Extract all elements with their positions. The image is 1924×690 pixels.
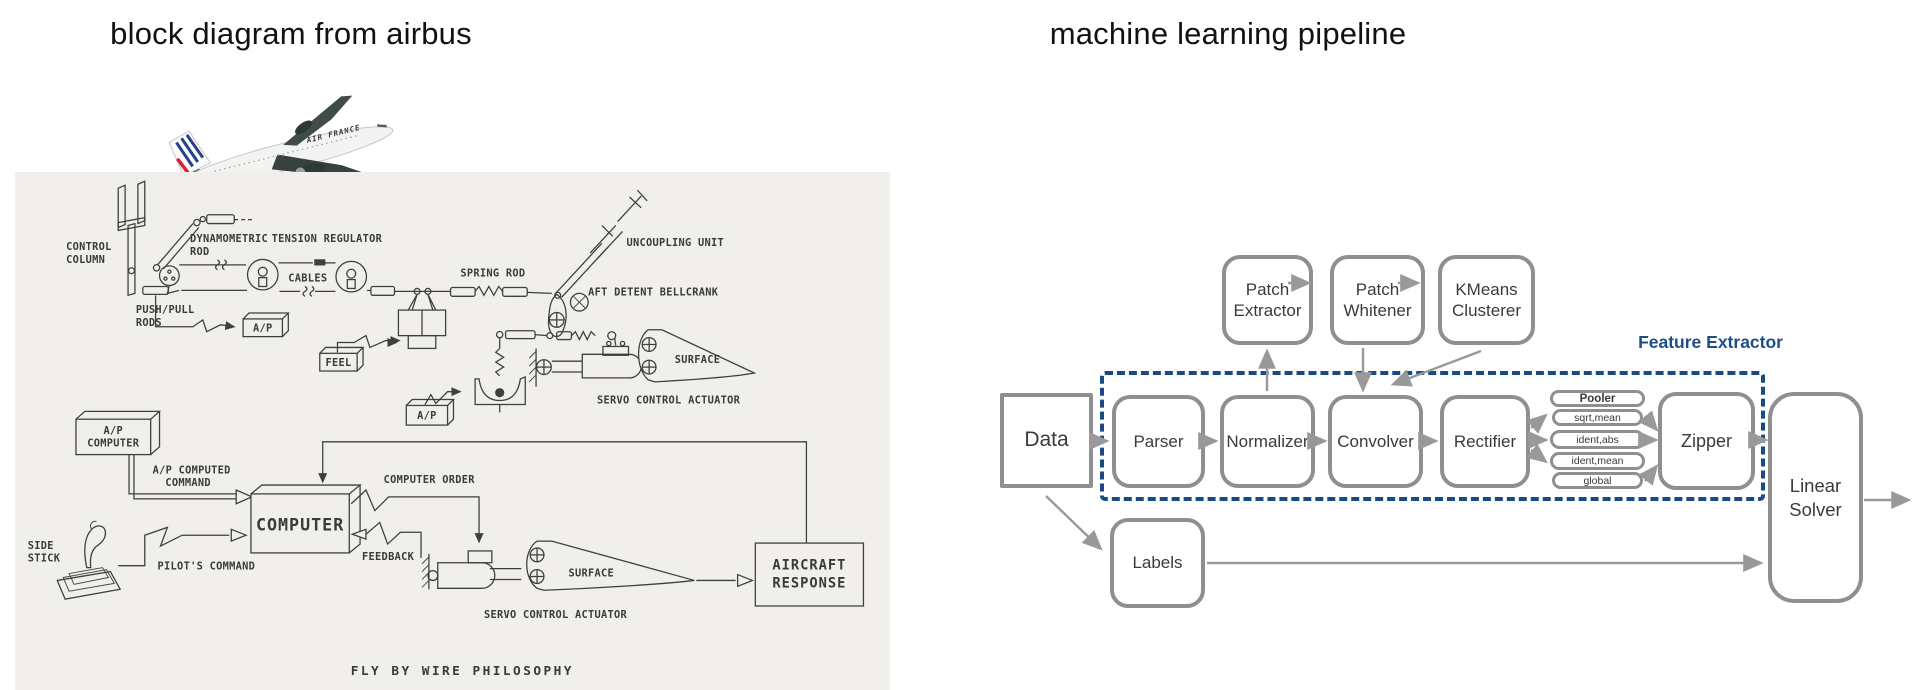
label-cables: CABLES — [288, 273, 327, 285]
detent-bowl-figure — [474, 375, 526, 413]
left-title: block diagram from airbus — [110, 16, 472, 51]
fly-by-wire-diagram: CONTROL COLUMN DYNAMOMETRIC ROD TENSION … — [28, 180, 865, 679]
label-control-column: CONTROL — [66, 241, 112, 253]
aircraft-response-box — [754, 542, 865, 607]
spring-rod-figure — [449, 285, 552, 297]
svg-text:COMPUTER: COMPUTER — [87, 438, 140, 450]
parser-box: Parser — [1112, 395, 1205, 488]
svg-text:COMMAND: COMMAND — [165, 477, 211, 489]
patch-whitener-box: Patch Whitener — [1330, 255, 1425, 345]
label-feel: FEEL — [325, 357, 351, 369]
label-surface-lower: SURFACE — [569, 568, 615, 580]
label-servo-lower: SERVO CONTROL ACTUATOR — [484, 609, 628, 621]
cables-and-pulleys — [179, 258, 451, 297]
linear-solver-box: Linear Solver — [1768, 392, 1863, 603]
label-surface-upper: SURFACE — [675, 354, 721, 366]
label-dynamometric-rod: DYNAMOMETRIC — [190, 233, 268, 245]
convolver-box: Convolver — [1328, 395, 1423, 488]
pooler-option-ident-mean: ident,mean — [1550, 452, 1645, 470]
label-push-pull-rods: PUSH/PULL — [136, 304, 195, 316]
zipper-box: Zipper — [1658, 392, 1755, 490]
label-uncoupling-unit: UNCOUPLING UNIT — [627, 237, 725, 249]
label-computer: COMPUTER — [256, 514, 344, 534]
dynamometric-rod-figure — [152, 214, 254, 272]
label-ap-lower: A/P — [417, 410, 437, 422]
label-ap-computer: A/P — [104, 425, 124, 437]
label-computer-order: COMPUTER ORDER — [384, 474, 476, 486]
pooler-option-global: global — [1552, 472, 1643, 489]
rod-to-ap-arrow — [154, 295, 236, 333]
ap-lower-box — [405, 398, 456, 426]
ap-computer-box — [75, 410, 162, 456]
lower-linkage-figure — [494, 330, 617, 377]
svg-text:ROD: ROD — [190, 246, 210, 258]
label-ap-upper: A/P — [253, 323, 273, 335]
svg-text:STICK: STICK — [28, 553, 61, 565]
data-box: Data — [1000, 393, 1093, 488]
computer-order-arrow — [350, 488, 484, 544]
airbus-scan-background — [15, 172, 890, 690]
label-aircraft-response: AIRCRAFT — [772, 558, 846, 574]
label-feedback: FEEDBACK — [362, 551, 415, 563]
label-ap-computed-command: A/P COMPUTED — [153, 464, 231, 476]
sector-pulley-figure — [158, 265, 180, 295]
feel-box — [319, 346, 365, 372]
side-stick-figure — [56, 520, 122, 600]
pooler-option-sqrt-mean: sqrt,mean — [1552, 409, 1643, 426]
label-tension-regulator: TENSION REGULATOR — [272, 233, 383, 245]
label-spring-rod: SPRING ROD — [460, 268, 525, 280]
svg-text:COLUMN: COLUMN — [66, 254, 105, 266]
label-aft-detent-bellcrank: AFT DETENT BELLCRANK — [588, 286, 719, 298]
feedback-arrow — [350, 521, 422, 558]
kmeans-clusterer-box: KMeans Clusterer — [1438, 255, 1535, 345]
normalizer-box: Normalizer — [1220, 395, 1315, 488]
labels-box: Labels — [1110, 518, 1205, 608]
ap-lower-arrow — [424, 387, 462, 405]
surface-response-arrow — [696, 573, 755, 588]
push-pull-rod-figure — [142, 285, 170, 295]
response-feedback-line — [318, 441, 808, 544]
label-servo-upper: SERVO CONTROL ACTUATOR — [597, 394, 741, 406]
feature-extractor-label: Feature Extractor — [1638, 332, 1783, 352]
control-column-figure — [117, 180, 146, 297]
surface-lower-figure — [526, 540, 695, 591]
diagram-caption: FLY BY WIRE PHILOSOPHY — [351, 664, 574, 679]
ap-computed-arrow — [128, 454, 254, 505]
label-pilots-command: PILOT'S COMMAND — [158, 561, 256, 573]
pilots-command-arrow — [118, 526, 248, 567]
ap-upper-box — [242, 312, 290, 338]
rectifier-box: Rectifier — [1440, 395, 1530, 488]
feel-arrow — [336, 334, 401, 353]
computer-box — [250, 484, 362, 554]
servo-lower-figure — [421, 550, 522, 590]
pooler-option-ident-abs: ident,abs — [1550, 430, 1645, 449]
arrow-data-labels — [1045, 495, 1103, 551]
servo-upper-figure — [528, 340, 642, 387]
svg-text:RESPONSE: RESPONSE — [772, 575, 846, 591]
pooler-pill: Pooler — [1550, 390, 1645, 407]
surface-upper-figure — [637, 329, 757, 383]
label-side-stick: SIDE — [28, 540, 54, 552]
patch-extractor-box: Patch Extractor — [1222, 255, 1313, 345]
right-title: machine learning pipeline — [1049, 16, 1407, 51]
bellcrank-figure — [547, 189, 648, 338]
